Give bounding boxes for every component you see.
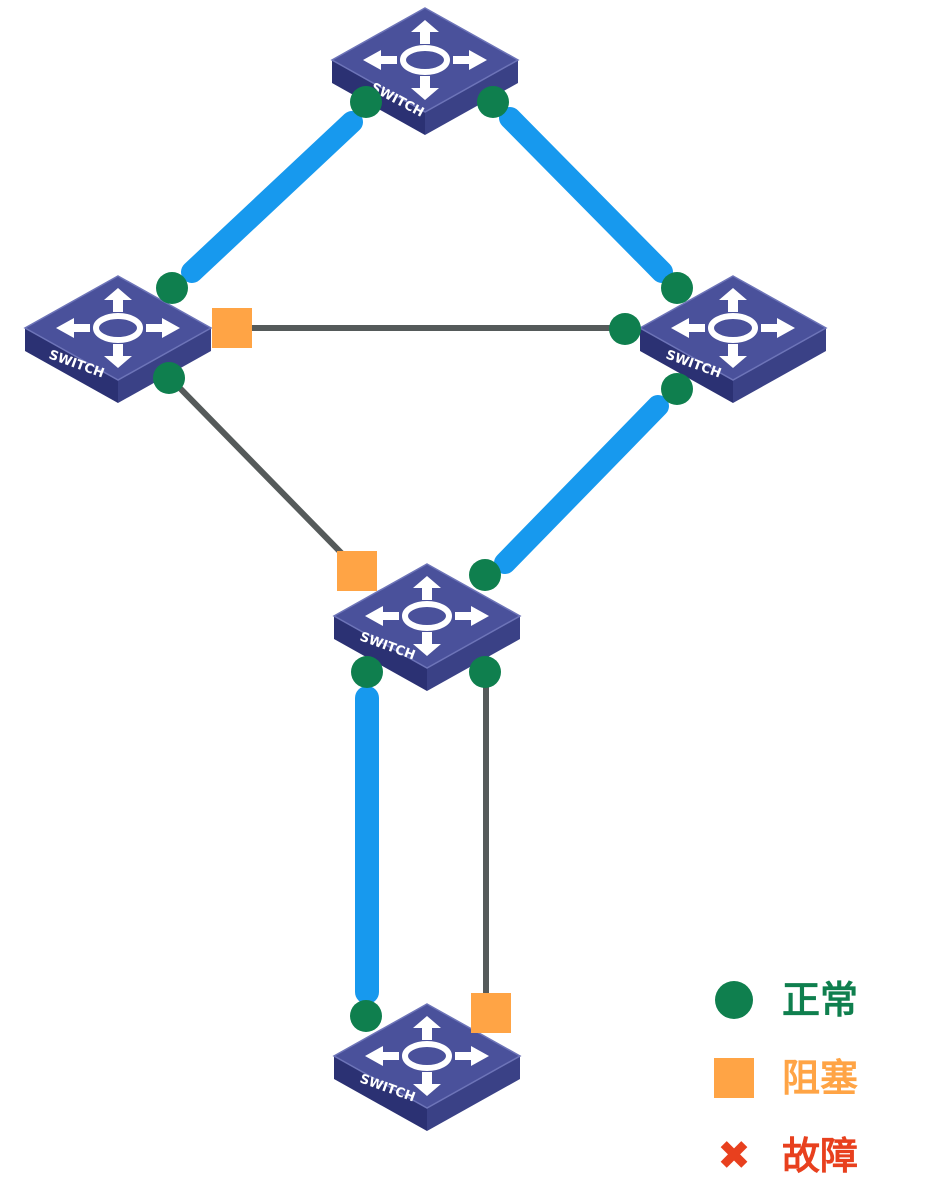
port-normal <box>477 86 509 118</box>
link-right-middle <box>494 395 669 574</box>
legend-item-blocked: 阻塞 <box>712 1056 912 1100</box>
port-normal <box>609 313 641 345</box>
ports-blocked <box>212 308 511 1033</box>
link-left-middle <box>167 375 359 571</box>
legend-item-normal: 正常 <box>712 978 912 1022</box>
ports-normal <box>153 86 693 1032</box>
link-top-right <box>499 107 673 283</box>
port-normal <box>351 656 383 688</box>
links-layer <box>167 107 673 1010</box>
port-blocked <box>471 993 511 1033</box>
port-normal <box>661 272 693 304</box>
port-normal <box>469 559 501 591</box>
orange-square-icon <box>712 1056 756 1100</box>
red-x-icon: ✖ <box>717 1133 751 1179</box>
legend-item-fault: ✖ 故障 <box>712 1134 912 1178</box>
legend: 正常 阻塞 ✖ 故障 <box>712 978 912 1178</box>
legend-label-fault: 故障 <box>782 1134 859 1178</box>
green-circle-icon <box>712 978 756 1022</box>
legend-label-blocked: 阻塞 <box>782 1056 859 1100</box>
link-top-left <box>181 111 363 283</box>
port-normal <box>350 1000 382 1032</box>
port-blocked <box>212 308 252 348</box>
port-normal <box>153 362 185 394</box>
port-normal <box>156 272 188 304</box>
port-normal <box>350 86 382 118</box>
port-normal <box>661 373 693 405</box>
port-normal <box>469 656 501 688</box>
legend-label-normal: 正常 <box>782 978 859 1022</box>
port-blocked <box>337 551 377 591</box>
